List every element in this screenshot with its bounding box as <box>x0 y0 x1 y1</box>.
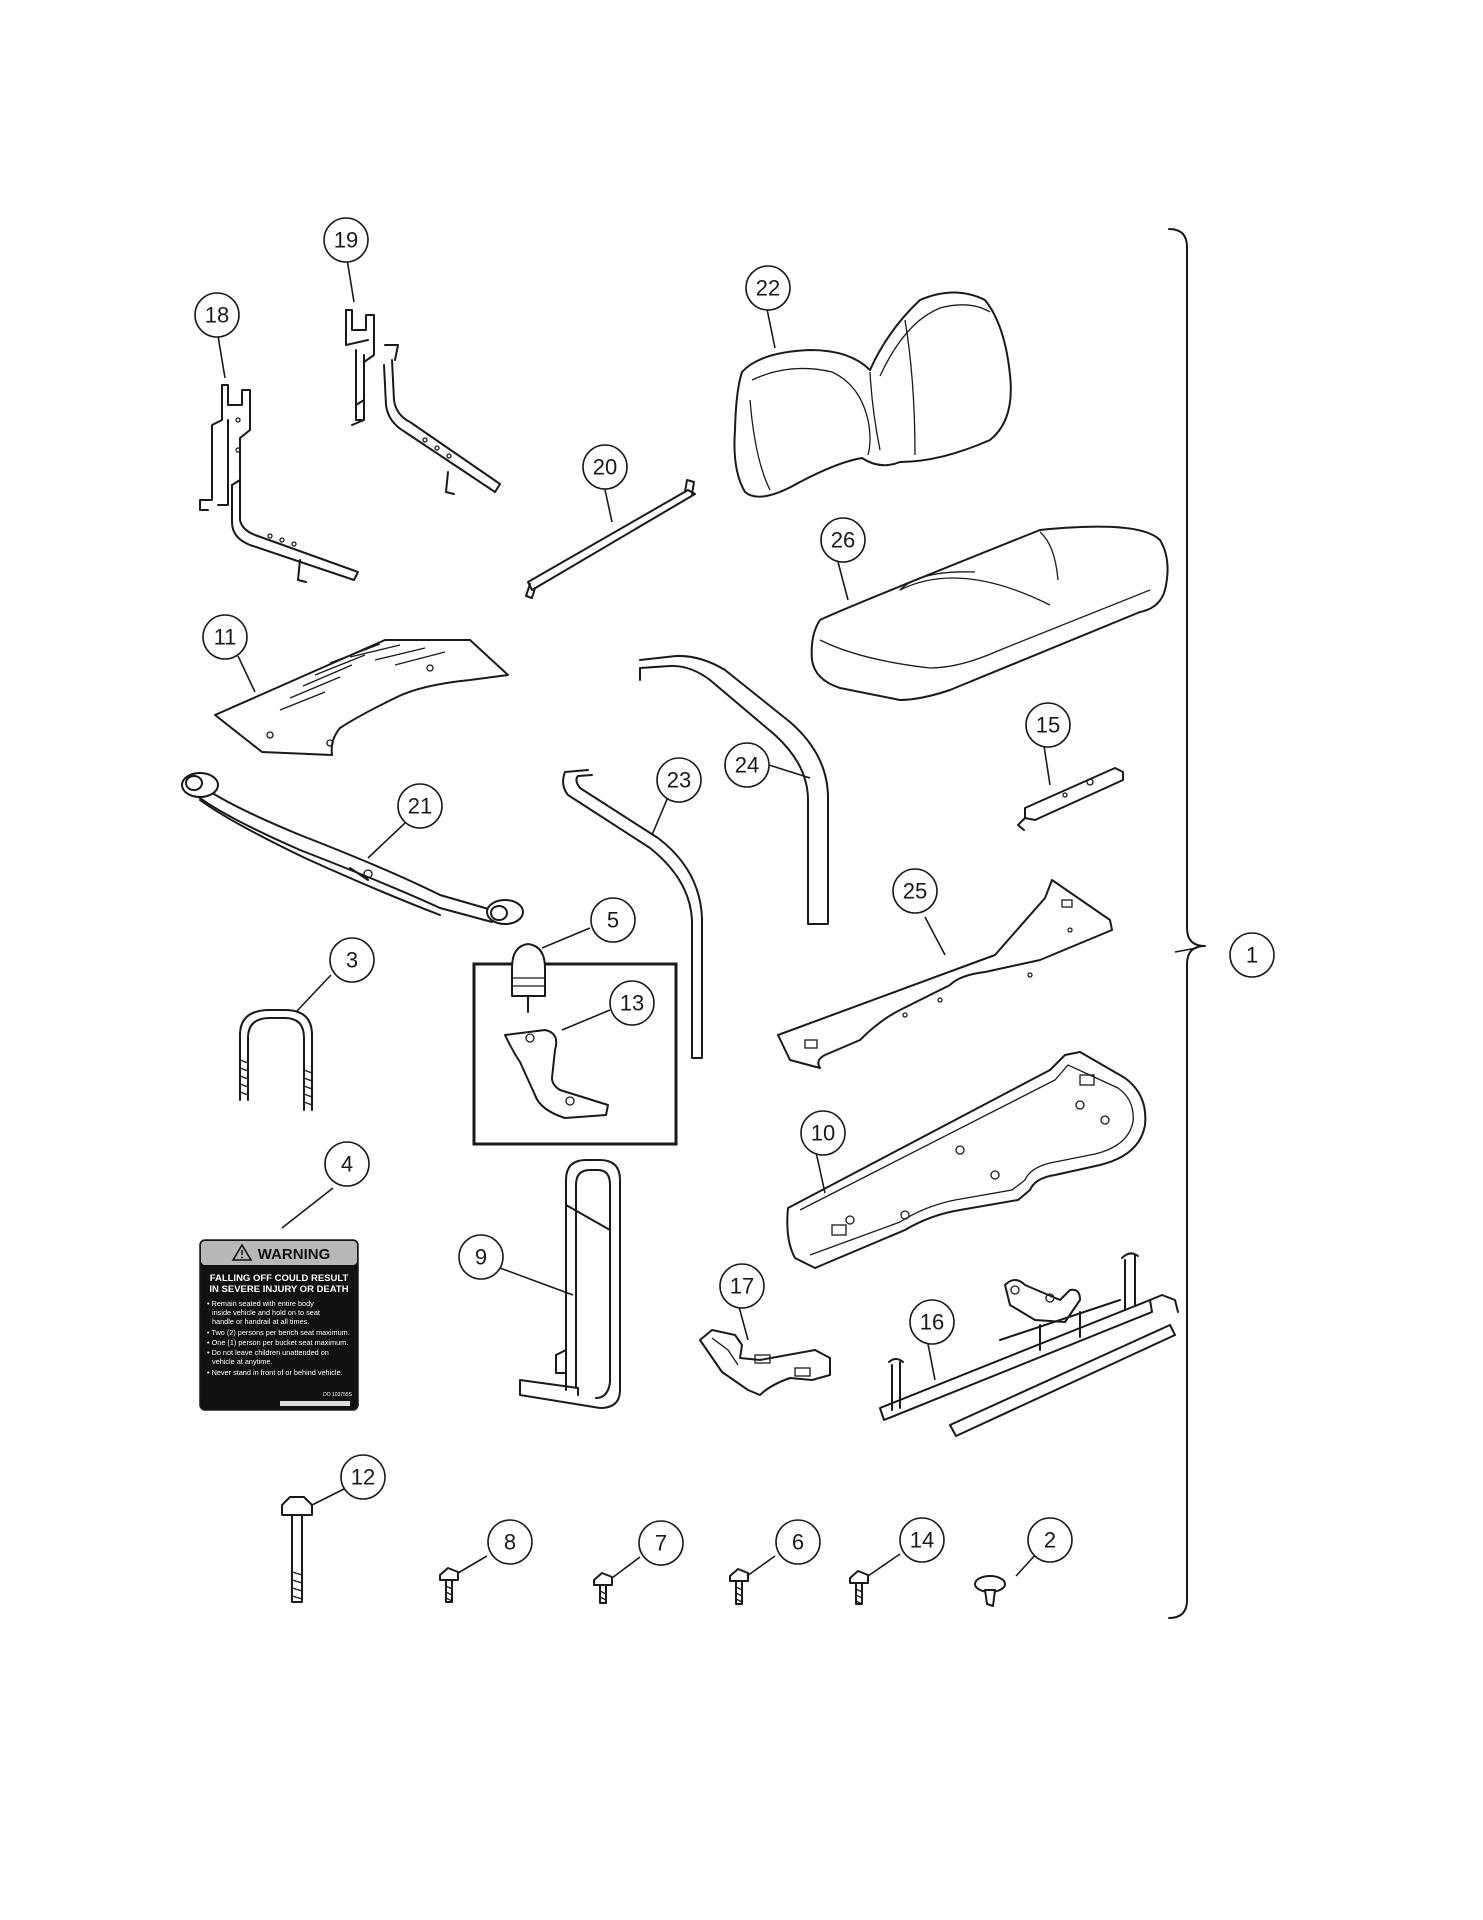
callout-11-label: 11 <box>214 625 237 650</box>
callout-17-label: 17 <box>730 1274 754 1299</box>
callout-7: 7 <box>638 1520 684 1566</box>
part-2-push-rivet <box>974 1575 1006 1607</box>
callout-10-label: 10 <box>811 1121 835 1146</box>
callout-26-label: 26 <box>831 528 855 553</box>
warning-bullet-1b: inside vehicle and hold on to seat <box>212 1308 320 1317</box>
callout-2: 2 <box>1027 1517 1073 1563</box>
callout-22: 22 <box>745 265 791 311</box>
callout-20-label: 20 <box>593 455 617 480</box>
warning-part-code: DO 103755S <box>323 1392 353 1398</box>
callout-14: 14 <box>899 1517 945 1563</box>
callout-15: 15 <box>1025 702 1071 748</box>
callout-21-label: 21 <box>408 794 432 819</box>
warning-bullet-4b: vehicle at anytime. <box>212 1357 272 1366</box>
callout-18: 18 <box>194 292 240 338</box>
callout-24-label: 24 <box>735 753 759 778</box>
leader-lines <box>217 258 1198 1579</box>
part-19-seat-bracket <box>345 309 501 495</box>
part-20-support-bar <box>525 479 696 599</box>
callout-1: 1 <box>1229 932 1275 978</box>
warning-triangle-icon <box>231 1243 253 1261</box>
callout-2-label: 2 <box>1044 1528 1056 1553</box>
callout-22-label: 22 <box>756 276 780 301</box>
part-23-hand-rail <box>562 769 703 1059</box>
part-14-screw <box>849 1570 869 1605</box>
warning-title: WARNING <box>258 1246 331 1263</box>
part-22-seat-back <box>733 291 1012 498</box>
callout-3: 3 <box>329 937 375 983</box>
part-5-bumper <box>511 943 546 1013</box>
callout-11: 11 <box>202 614 248 660</box>
callout-8: 8 <box>487 1519 533 1565</box>
callout-25-label: 25 <box>903 879 927 904</box>
part-11-plate <box>214 639 509 756</box>
part-17-bracket <box>699 1329 831 1396</box>
callout-12-label: 12 <box>351 1465 375 1490</box>
part-21-leaf-spring <box>181 772 524 925</box>
callout-18-label: 18 <box>205 303 229 328</box>
callout-4: 4 <box>324 1141 370 1187</box>
warning-bullet-4a: • Do not leave children unattended on <box>207 1348 329 1357</box>
callout-15-label: 15 <box>1036 713 1060 738</box>
inset-frame-13 <box>472 962 678 1146</box>
callout-21: 21 <box>397 783 443 829</box>
callout-16: 16 <box>909 1299 955 1345</box>
part-10-seat-base <box>786 1051 1147 1269</box>
callout-5: 5 <box>590 897 636 943</box>
callout-4-label: 4 <box>341 1152 353 1177</box>
callout-5-label: 5 <box>607 908 619 933</box>
part-18-seat-bracket <box>199 384 359 583</box>
callout-24: 24 <box>724 742 770 788</box>
warning-bullet-1c: handle or handrail at all times. <box>212 1317 309 1326</box>
callout-3-label: 3 <box>346 948 358 973</box>
callout-16-label: 16 <box>920 1310 944 1335</box>
part-3-u-bolt <box>239 1009 313 1111</box>
warning-headline-2: IN SEVERE INJURY OR DEATH <box>209 1284 348 1295</box>
callout-6-label: 6 <box>792 1530 804 1555</box>
warning-headline-1: FALLING OFF COULD RESULT <box>210 1273 349 1284</box>
callout-10: 10 <box>800 1110 846 1156</box>
callout-26: 26 <box>820 517 866 563</box>
callout-25: 25 <box>892 868 938 914</box>
callout-13: 13 <box>609 980 655 1026</box>
callout-9: 9 <box>458 1234 504 1280</box>
callout-19-label: 19 <box>334 228 358 253</box>
part-6-screw <box>729 1568 749 1605</box>
assembly-brace <box>1168 228 1206 1619</box>
part-13-bracket <box>504 1029 609 1119</box>
callout-1-label: 1 <box>1246 943 1258 968</box>
part-24-hand-rail <box>639 654 829 925</box>
callout-12: 12 <box>340 1454 386 1500</box>
part-12-hex-bolt <box>281 1496 313 1603</box>
part-16-seat-frame <box>879 1252 1179 1437</box>
callout-20: 20 <box>582 444 628 490</box>
part-7-screw <box>593 1572 613 1604</box>
part-8-screw <box>439 1567 459 1603</box>
part-25-cover-panel <box>777 879 1113 1069</box>
callout-6: 6 <box>775 1519 821 1565</box>
callout-8-label: 8 <box>504 1530 516 1555</box>
callout-14-label: 14 <box>910 1528 934 1553</box>
warning-bullet-3: • One (1) person per bucket seat maximum… <box>207 1338 348 1347</box>
callout-7-label: 7 <box>655 1531 667 1556</box>
part-26-seat-bottom <box>810 525 1169 701</box>
callout-23: 23 <box>656 757 702 803</box>
part-4-warning-label: WARNING FALLING OFF COULD RESULT IN SEVE… <box>199 1239 359 1411</box>
callout-9-label: 9 <box>475 1245 487 1270</box>
part-9-grab-handle <box>519 1159 621 1409</box>
warning-bullet-2: • Two (2) persons per bench seat maximum… <box>207 1328 350 1337</box>
part-15-bracket <box>1017 767 1124 831</box>
callout-19: 19 <box>323 217 369 263</box>
callout-17: 17 <box>719 1263 765 1309</box>
callout-23-label: 23 <box>667 768 691 793</box>
warning-bullet-1a: • Remain seated with entire body <box>207 1299 314 1308</box>
callout-13-label: 13 <box>620 991 644 1016</box>
barcode-strip <box>280 1401 350 1406</box>
warning-bullet-5: • Never stand in front of or behind vehi… <box>207 1368 343 1377</box>
